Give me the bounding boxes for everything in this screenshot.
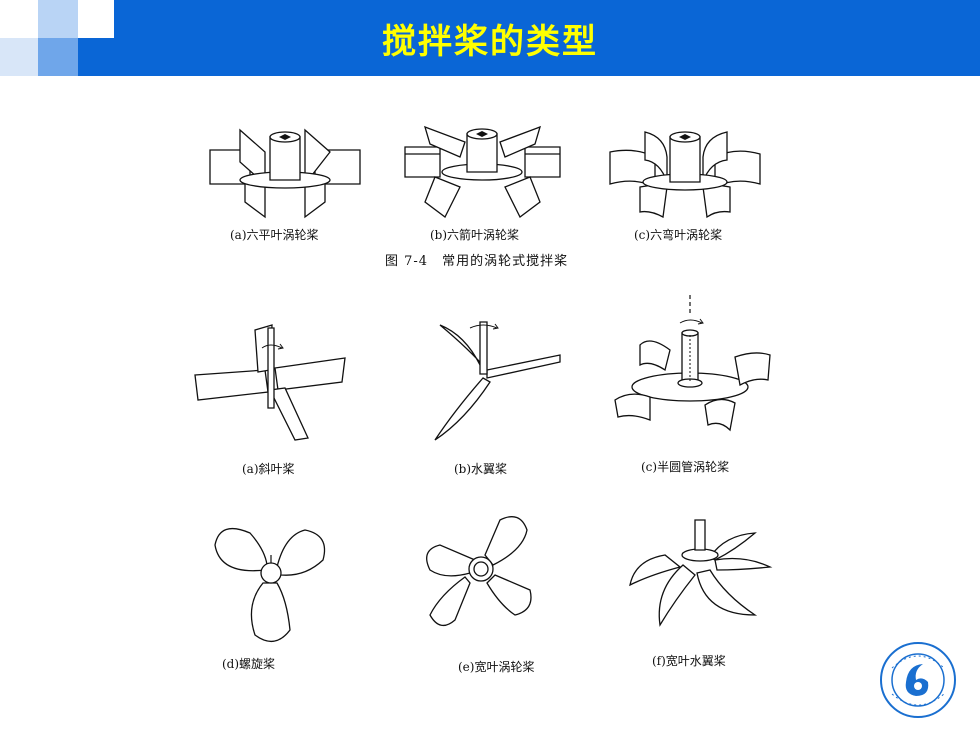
deco-square	[38, 0, 78, 38]
caption-propeller: (d)螺旋桨	[222, 657, 276, 671]
wide-blade-turbine-figure	[415, 505, 545, 645]
caption-curved-blade-turbine: (c)六弯叶涡轮桨	[634, 228, 723, 242]
university-logo	[878, 640, 958, 720]
half-pipe-turbine-figure	[610, 295, 780, 445]
deco-square	[38, 38, 78, 76]
pitched-blade-figure	[190, 300, 355, 450]
caption-flat-blade-turbine: (a)六平叶涡轮桨	[230, 228, 319, 242]
caption-wide-blade-turbine: (e)宽叶涡轮桨	[458, 660, 535, 674]
caption-pitched-blade: (a)斜叶桨	[242, 462, 295, 476]
caption-wide-blade-hydrofoil: (f)宽叶水翼桨	[652, 654, 726, 668]
caption-hydrofoil: (b)水翼桨	[454, 462, 508, 476]
wide-blade-hydrofoil-figure	[625, 515, 775, 645]
flat-blade-turbine-figure	[205, 122, 365, 222]
hydrofoil-figure	[425, 310, 565, 450]
figure-title: 图 7-4 常用的涡轮式搅拌桨	[385, 254, 569, 269]
propeller-figure	[205, 515, 335, 655]
header-bar: 搅拌桨的类型	[0, 0, 980, 76]
deco-square	[0, 0, 38, 38]
deco-square	[0, 38, 38, 76]
slide-title: 搅拌桨的类型	[382, 22, 598, 62]
caption-half-pipe-turbine: (c)半圆管涡轮桨	[641, 460, 730, 474]
arrow-blade-turbine-figure	[400, 122, 565, 222]
curved-blade-turbine-figure	[605, 122, 765, 222]
caption-arrow-blade-turbine: (b)六箭叶涡轮桨	[430, 228, 520, 242]
deco-square	[78, 0, 114, 38]
